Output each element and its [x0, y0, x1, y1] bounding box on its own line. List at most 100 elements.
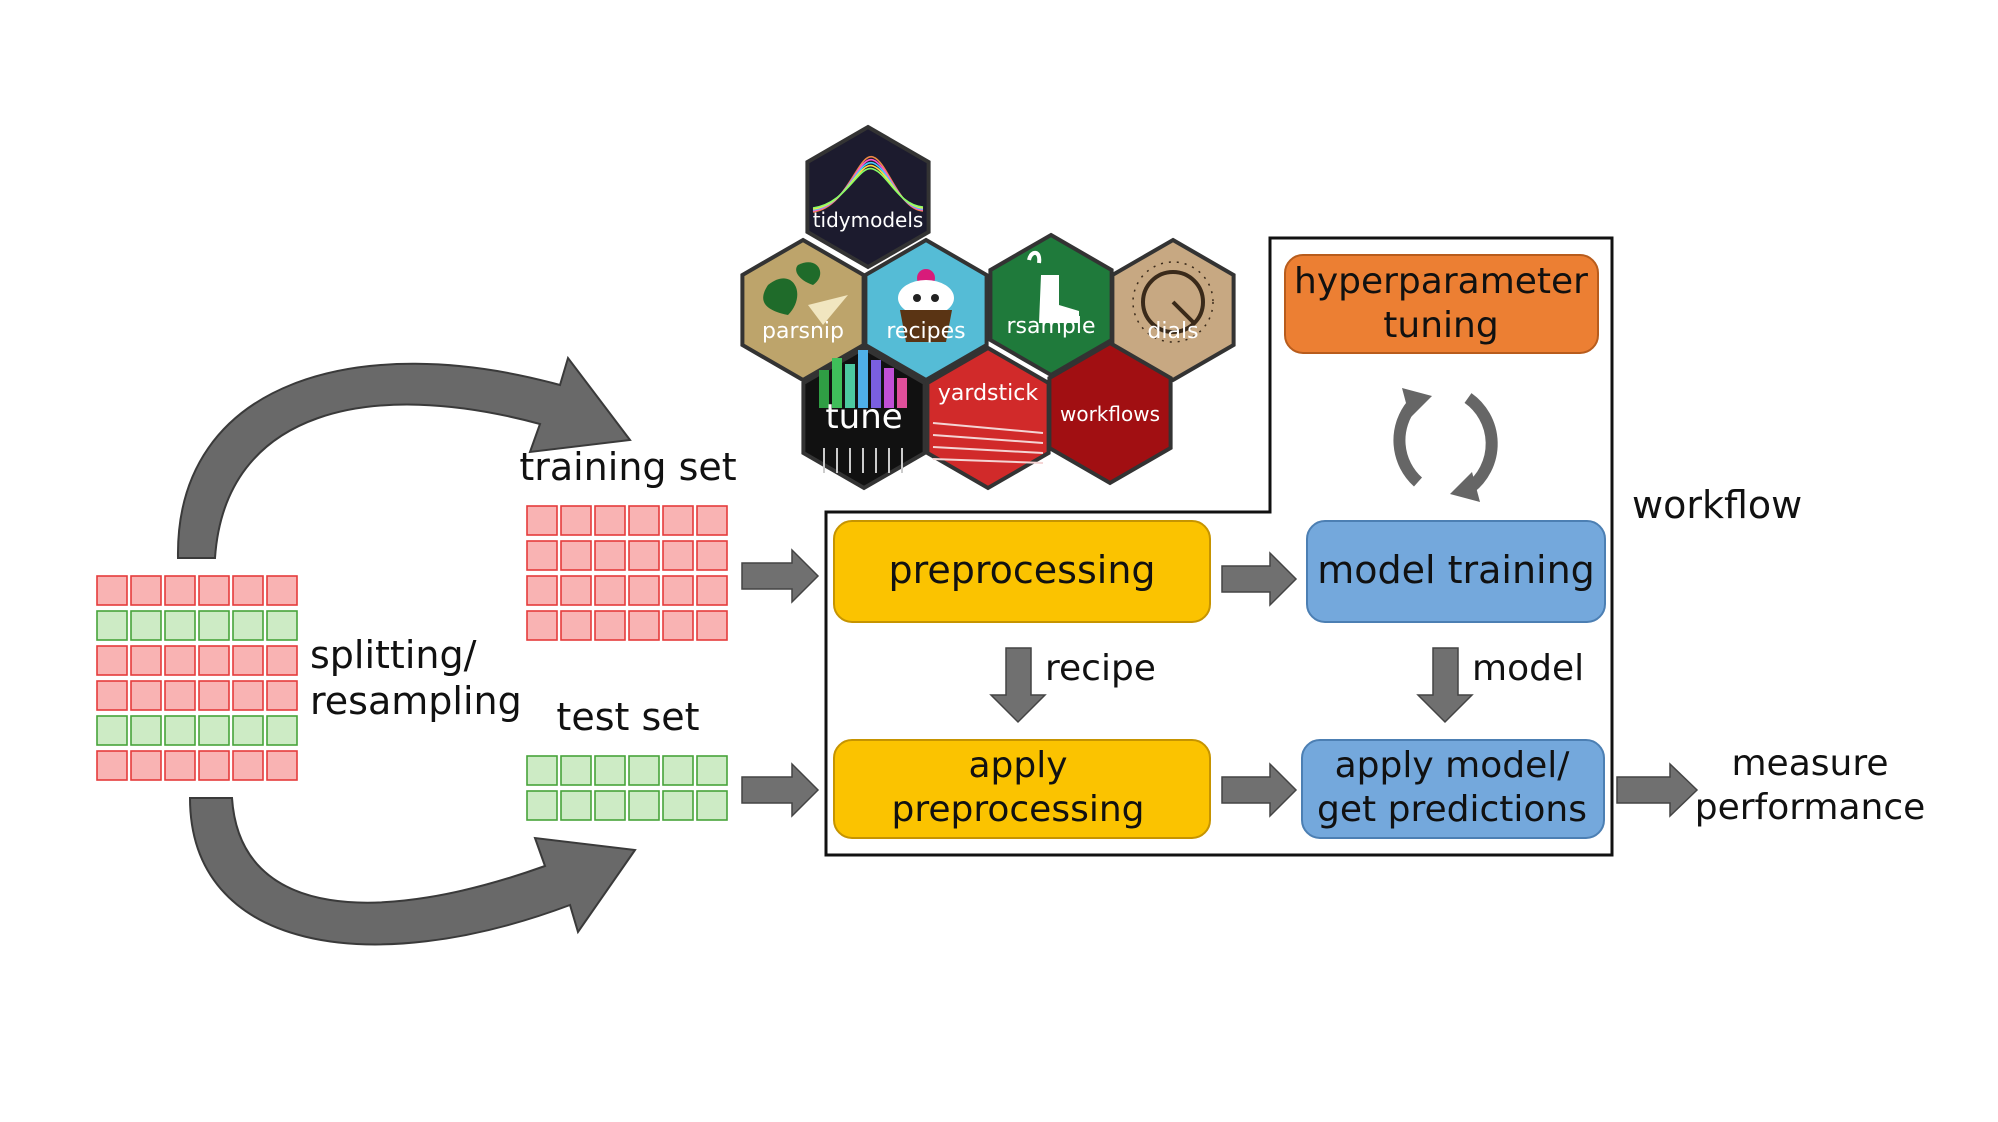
apply-preprocessing-to-model-arrow — [1221, 762, 1298, 818]
data-cell — [662, 755, 694, 786]
hex-label-tidymodels: tidymodels — [813, 208, 924, 232]
data-cell — [594, 540, 626, 571]
data-cell — [696, 610, 728, 641]
full-data-grid — [96, 575, 298, 781]
svg-text:preprocessing: preprocessing — [888, 548, 1155, 592]
hex-sticker-tidymodels: tidymodels — [805, 124, 931, 270]
preprocessing-box: preprocessing — [833, 520, 1211, 623]
data-cell — [560, 575, 592, 606]
data-cell — [198, 715, 230, 746]
data-cell — [266, 750, 298, 781]
data-cell — [662, 505, 694, 536]
training-set-label: training set — [519, 445, 736, 489]
data-cell — [130, 575, 162, 606]
test-to-apply-preprocessing-arrow — [741, 762, 820, 818]
workflow-label: workflow — [1632, 483, 1802, 527]
data-cell — [130, 715, 162, 746]
data-cell — [594, 755, 626, 786]
svg-text:apply model/get predictions: apply model/get predictions — [1317, 745, 1587, 830]
apply-model-box: apply model/get predictions — [1301, 739, 1605, 839]
data-cell — [560, 755, 592, 786]
hex-sticker-parsnip: parsnip — [740, 237, 866, 383]
data-cell — [130, 750, 162, 781]
data-cell — [266, 680, 298, 711]
split-to-train-arrow — [176, 355, 632, 559]
hex-label-tune: tune — [825, 397, 902, 437]
data-cell — [594, 790, 626, 821]
hex-sticker-tune: tune — [801, 345, 927, 491]
hex-sticker-workflows: workflows — [1047, 340, 1173, 486]
data-cell — [662, 540, 694, 571]
workflow-boundary — [824, 236, 1614, 857]
data-cell — [662, 610, 694, 641]
data-cell — [96, 715, 128, 746]
data-cell — [96, 750, 128, 781]
test-set-grid — [526, 755, 728, 821]
preprocessing-to-training-arrow — [1221, 551, 1298, 607]
data-cell — [662, 790, 694, 821]
data-cell — [526, 540, 558, 571]
data-cell — [696, 540, 728, 571]
data-cell — [594, 505, 626, 536]
data-cell — [526, 505, 558, 536]
data-cell — [130, 645, 162, 676]
test-set-label: test set — [556, 695, 699, 739]
data-cell — [266, 610, 298, 641]
data-cell — [164, 575, 196, 606]
data-cell — [560, 505, 592, 536]
data-cell — [594, 610, 626, 641]
data-cell — [164, 610, 196, 641]
recipe-label: recipe — [1045, 648, 1156, 689]
data-cell — [696, 575, 728, 606]
data-cell — [164, 715, 196, 746]
data-cell — [266, 645, 298, 676]
data-cell — [526, 575, 558, 606]
recipe-arrow — [989, 647, 1047, 724]
data-cell — [526, 790, 558, 821]
data-cell — [560, 790, 592, 821]
data-cell — [96, 610, 128, 641]
data-cell — [696, 790, 728, 821]
data-cell — [628, 575, 660, 606]
data-cell — [96, 645, 128, 676]
data-cell — [628, 610, 660, 641]
equalizer-icon — [819, 350, 907, 473]
model-label: model — [1472, 648, 1584, 689]
hex-sticker-recipes: recipes — [863, 237, 989, 383]
data-cell — [628, 540, 660, 571]
data-cell — [526, 755, 558, 786]
data-cell — [560, 610, 592, 641]
data-cell — [628, 790, 660, 821]
data-cell — [526, 610, 558, 641]
data-cell — [232, 750, 264, 781]
data-cell — [232, 680, 264, 711]
data-cell — [96, 575, 128, 606]
data-cell — [164, 645, 196, 676]
data-cell — [130, 610, 162, 641]
splitting-resampling-label: splitting/resampling — [310, 633, 522, 723]
svg-text:model training: model training — [1317, 548, 1595, 592]
parsnip-leaf-icon — [763, 262, 848, 325]
density-curves-icon — [812, 156, 924, 213]
hex-sticker-dials: dials — [1110, 237, 1236, 383]
data-cell — [198, 645, 230, 676]
data-cell — [164, 750, 196, 781]
hex-label-workflows: workflows — [1060, 402, 1160, 426]
model-training-box: model training — [1306, 520, 1606, 623]
data-cell — [164, 680, 196, 711]
data-cell — [232, 610, 264, 641]
data-cell — [198, 750, 230, 781]
to-measure-arrow — [1616, 762, 1699, 818]
tuning-cycle-icon — [1393, 388, 1498, 502]
data-cell — [130, 680, 162, 711]
data-cell — [628, 505, 660, 536]
split-to-test-arrow — [188, 797, 637, 946]
data-cell — [96, 680, 128, 711]
